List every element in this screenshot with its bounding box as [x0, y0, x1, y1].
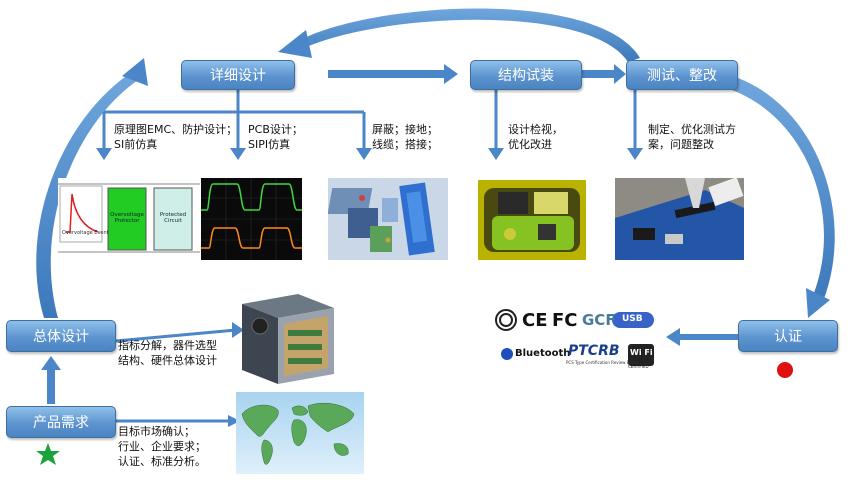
arc-test-to-detail	[300, 8, 640, 62]
usb-logo: USB	[622, 314, 643, 324]
cad-model-image	[328, 178, 448, 260]
test-rectify-box: 测试、整改	[626, 60, 738, 90]
structure-trial-box: 结构试装	[470, 60, 582, 90]
arc-test-to-cert	[732, 78, 835, 304]
certification-box: 认证	[738, 320, 838, 352]
oscilloscope-image	[201, 178, 302, 260]
end-dot-icon	[777, 362, 793, 378]
detail-branch-lines	[102, 88, 637, 423]
structure-trial-label: 结构试装	[498, 68, 554, 84]
arc-overall-to-detail	[36, 72, 138, 318]
arrow-structure-to-test	[582, 64, 626, 84]
detail-branch-heads	[96, 148, 643, 427]
note-test-plan: 制定、优化测试方 案，问题整改	[648, 123, 736, 151]
certification-logos: CE FC GCF USB Bluetooth PTCRB PCS Type C…	[494, 306, 666, 372]
world-map-image	[236, 392, 364, 474]
arc-test-to-cert-head	[806, 288, 830, 318]
product-demand-label: 产品需求	[33, 415, 89, 431]
note-overall: 指标分解，器件选型 结构、硬件总体设计	[118, 339, 217, 367]
product-demand-box: 产品需求	[6, 406, 116, 438]
protection-circuit-image: Overvoltage Event Overvoltage Protector …	[58, 178, 200, 258]
computer-case-image	[238, 290, 338, 386]
board-test-image	[615, 178, 744, 260]
bluetooth-logo: Bluetooth	[515, 348, 571, 359]
detail-design-label: 详细设计	[210, 68, 266, 84]
overall-design-label: 总体设计	[33, 329, 89, 345]
protected-circuit-label: Protected Circuit	[159, 212, 187, 224]
note-pcb: PCB设计； SIPI仿真	[248, 123, 303, 151]
ptcrb-logo: PTCRB	[568, 343, 620, 359]
overvoltage-event-label: Overvoltage Event	[62, 230, 109, 236]
start-star-icon	[36, 443, 60, 465]
arrow-cert-to-logos	[666, 328, 738, 346]
ce-logo: CE	[522, 310, 548, 331]
certification-label: 认证	[774, 329, 802, 345]
fcc-logo: FC	[552, 310, 578, 331]
note-schematic: 原理图EMC、防护设计； SI前仿真	[114, 123, 238, 151]
arrow-demand-to-overall	[41, 356, 61, 404]
pcb-trial-image	[478, 180, 586, 260]
arc-test-to-detail-head	[278, 30, 312, 58]
wifi-logo: Wi Fi	[630, 348, 653, 357]
note-market: 目标市场确认； 行业、企业要求； 认证、标准分析。	[118, 425, 206, 468]
detail-design-box: 详细设计	[181, 60, 295, 90]
wifi-certified-label: CERTIFIED	[628, 364, 649, 369]
protector-label: Overvoltage Protector	[110, 212, 144, 224]
note-design-review: 设计检视， 优化改进	[508, 123, 563, 151]
test-rectify-label: 测试、整改	[647, 68, 717, 84]
overall-design-box: 总体设计	[6, 320, 116, 352]
note-shield: 屏蔽；接地； 线缆；搭接；	[372, 123, 438, 151]
ptcrb-subtitle: PCS Type Certification Review Board	[566, 360, 639, 365]
arrow-detail-to-structure	[328, 64, 458, 84]
arc-overall-to-detail-head	[122, 58, 148, 86]
gcf-logo: GCF	[582, 311, 616, 329]
